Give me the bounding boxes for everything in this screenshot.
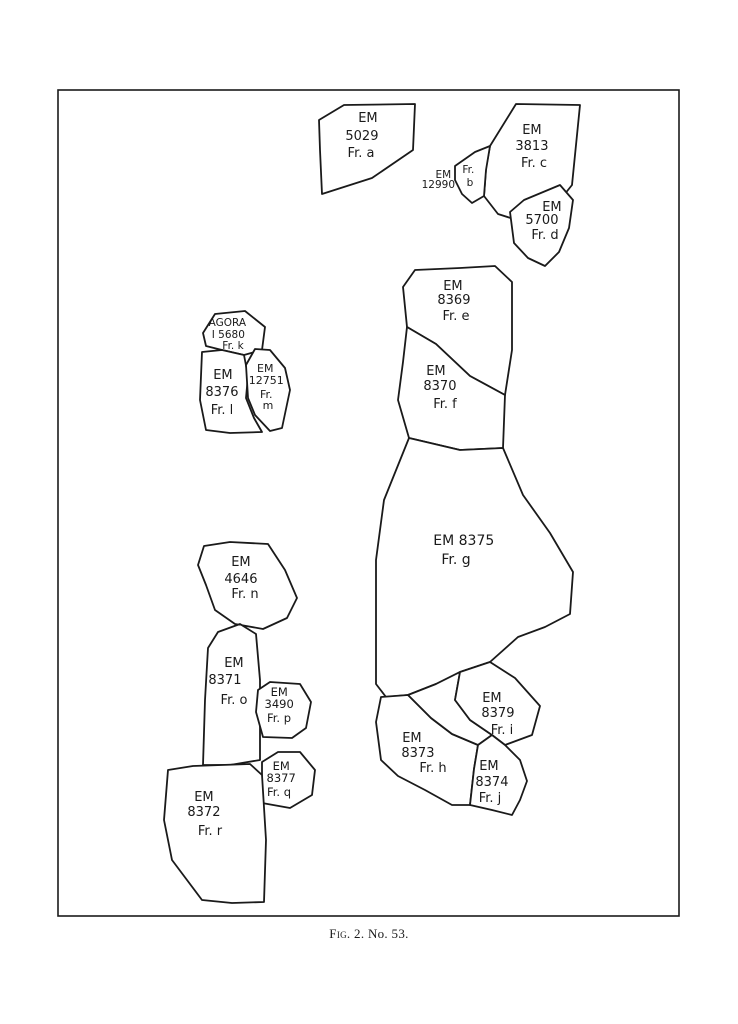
fragment-p [255,681,312,739]
fragment-r-label: EM 8372 Fr. r [187,790,224,839]
fragment-i [454,661,541,746]
fragment-j [469,734,528,816]
fragment-a [318,103,416,195]
fragment-b [454,145,491,204]
fragment-outlines [163,103,581,904]
fragment-q-label: EM 8377 Fr. q [267,759,300,799]
fragment-g-label: EM 8375 Fr. g [433,533,498,568]
fragment-g [375,437,574,698]
fragment-e-label: EM 8369 Fr. e [437,279,474,324]
fragment-m [245,348,291,432]
fragment-o-label: EM 8371 Fr. o [208,656,247,708]
inscription-number: No. 53. [367,926,409,941]
fragment-q [261,751,316,809]
fragment-f-label: EM 8370 Fr. f [423,364,460,412]
fragment-labels: EM 5029 Fr. a EM 12990 Fr. b EM 3813 Fr.… [187,111,565,839]
fragment-j-label: EM 8374 Fr. j [475,759,512,806]
fragment-m-label: EM 12751 Fr. m [249,362,288,412]
fragment-d-label: EM 5700 Fr. d [525,200,565,243]
fragment-a-label: EM 5029 Fr. a [345,111,382,161]
fragment-d [509,184,574,267]
fragment-h-label: EM 8373 Fr. h [401,731,446,776]
figure-frame [57,89,680,917]
fragment-i-label: EM 8379 Fr. i [481,691,518,738]
fragment-n [197,541,298,630]
fragment-p-label: EM 3490 Fr. p [265,685,298,725]
fragment-k-label: AGORA I 5680 Fr. k [209,317,250,352]
fragment-l-label: EM 8376 Fr. l [205,368,242,418]
fragment-b-label: EM 12990 Fr. b [422,164,478,191]
fragment-r [163,763,267,904]
fragment-n-label: EM 4646 Fr. n [224,555,261,602]
figure-caption: Fig. 2. No. 53. [0,926,738,942]
fragment-c-label: EM 3813 Fr. c [515,123,552,171]
figure-number: Fig. 2. [329,926,365,941]
